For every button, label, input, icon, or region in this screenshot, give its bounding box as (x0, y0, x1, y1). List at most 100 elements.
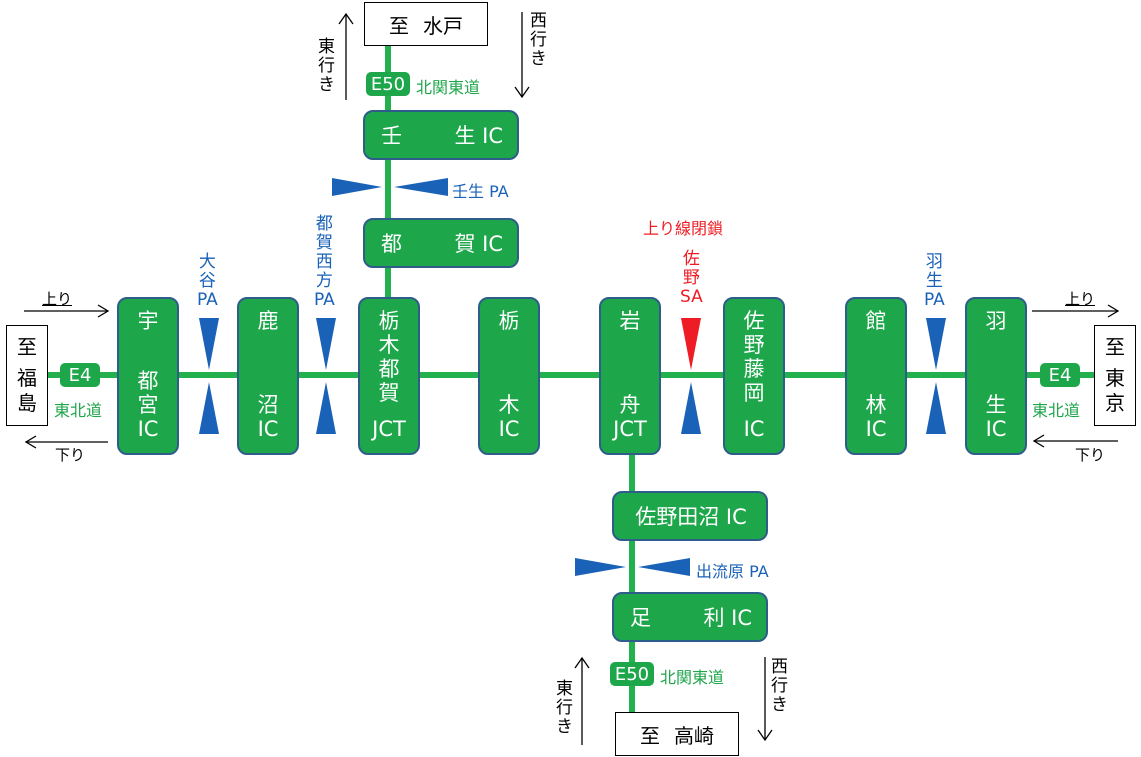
route-shield-e4-east: E4 (1040, 363, 1080, 387)
route-name-east: 東北道 (1032, 401, 1081, 420)
westbound-char: 西 (771, 657, 788, 677)
ic-tsuga-right: 賀 IC (454, 232, 503, 256)
box-char: 宇 (137, 309, 159, 333)
eastbound-char: き (318, 75, 335, 95)
tohoku-expressway-line (48, 372, 1100, 378)
destination-char: 京 (1105, 391, 1125, 415)
pa-label-line: 大 (198, 252, 216, 272)
box-bottom-label: JCT (372, 417, 406, 441)
destination-takasaki: 至 高崎 (615, 712, 739, 756)
box-char: 沼 (257, 393, 279, 417)
destination-prefix: 至 (1105, 335, 1125, 359)
route-name-west: 東北道 (54, 401, 103, 420)
pa-label-line: 野 (682, 268, 700, 288)
ic-mibu-right: 生 IC (454, 124, 503, 148)
pa-label-line: 生 (925, 271, 943, 291)
kitakanto-north-line (385, 44, 391, 304)
pa-label-line: 谷 (198, 271, 216, 291)
destination-char: 東 (1105, 366, 1125, 390)
route-shield-e4-west: E4 (60, 363, 100, 387)
box-top-label: 栃木都賀 (379, 309, 400, 405)
izuruhara-pa-label: 出流原 PA (696, 562, 769, 581)
oya-pa-icon (199, 318, 219, 434)
box-char: IC (498, 417, 520, 441)
box-top-label: 佐野藤岡 (744, 309, 765, 405)
box-char: 都 (378, 357, 400, 381)
sano-sa-icon (681, 318, 701, 434)
destination-name: 水戸 (423, 13, 463, 38)
ic-sano-tanuma-label: 佐野田沼 IC (635, 505, 747, 529)
pa-label-line: PA (924, 290, 945, 310)
mibu-pa-label: 壬生 PA (452, 182, 509, 201)
route-name-south: 北関東道 (660, 668, 725, 687)
ic-ashikaga[interactable]: 足 利 IC (612, 592, 768, 642)
box-char: 木 (498, 393, 520, 417)
sano-sa-closed-note: 上り線閉鎖 (643, 219, 724, 238)
westbound-arrow-south (757, 657, 773, 742)
box-top-label: 栃 (499, 309, 520, 333)
box-char: IC (985, 417, 1007, 441)
ic-tsuga[interactable]: 都 賀 IC (363, 218, 519, 268)
box-char: 栃 (378, 309, 400, 333)
jct-tochigi-tsuga[interactable]: 栃木都賀 JCT (358, 297, 420, 455)
eastbound-label-north: 東行き (318, 38, 335, 95)
pa-label-line: 都 (315, 214, 333, 234)
box-char: 林 (865, 393, 887, 417)
ic-ashikaga-left: 足 (630, 606, 651, 630)
mibu-pa-icon (332, 178, 448, 196)
down-label-east: 下り (1075, 446, 1106, 464)
box-char: 生 (985, 393, 1007, 417)
destination-prefix: 至 (640, 723, 660, 748)
destination-prefix: 至 (389, 13, 409, 38)
westbound-char: 西 (530, 11, 547, 31)
ic-mibu[interactable]: 壬 生 IC (363, 110, 519, 160)
box-char: JCT (372, 417, 406, 441)
westbound-label-north: 西行き (530, 12, 547, 69)
pa-label-line: 西 (315, 252, 333, 272)
route-shield-e50-south: E50 (610, 662, 654, 686)
destination-char: 島 (17, 391, 37, 415)
box-char: 賀 (378, 381, 400, 405)
route-name-north: 北関東道 (416, 78, 481, 97)
eastbound-char: 行 (318, 56, 335, 76)
box-char: 宮 (137, 393, 159, 417)
box-char: IC (257, 417, 279, 441)
box-char: IC (137, 417, 159, 441)
up-label-east: 上り (1065, 290, 1096, 308)
destination-name: 福島 (17, 366, 37, 416)
pa-label-line: 方 (315, 271, 333, 291)
up-label-west: 上り (42, 290, 73, 308)
box-char: 岩 (619, 309, 641, 333)
hanyu-pa-icon (926, 318, 946, 434)
box-char: 岡 (743, 381, 765, 405)
westbound-label-south: 西行き (771, 658, 788, 715)
box-char: IC (865, 417, 887, 441)
westbound-char: 行 (771, 676, 788, 696)
pa-label-line: 羽 (925, 252, 943, 272)
box-top-label: 羽 (986, 309, 1007, 333)
eastbound-arrow-south (574, 656, 590, 745)
pa-label-line: PA (314, 290, 335, 310)
eastbound-char: き (556, 717, 573, 737)
box-top-label: 宇 (138, 309, 159, 333)
destination-name: 高崎 (674, 723, 714, 748)
ic-ashikaga-right: 利 IC (703, 606, 752, 630)
destination-mito: 至 水戸 (364, 2, 488, 46)
ic-sano-tanuma[interactable]: 佐野田沼 IC (612, 491, 768, 541)
tsuga-nishikata-pa-icon (316, 318, 336, 434)
